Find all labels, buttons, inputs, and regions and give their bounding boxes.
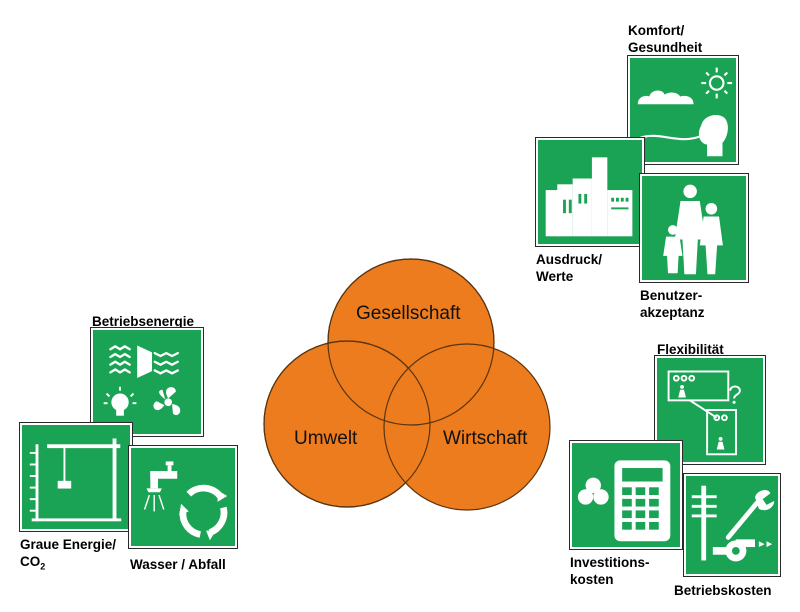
venn-circle-wirtschaft [383, 343, 551, 511]
tile-flexibilitaet [655, 356, 765, 464]
tile-graue-energie [20, 423, 132, 531]
wrench-icon [725, 490, 775, 540]
pump-icon [712, 539, 773, 562]
label-komfort-gesundheit: Komfort/ Gesundheit [628, 23, 703, 55]
tile-investitionskosten [570, 441, 682, 549]
label-wasser-abfall: Wasser / Abfall [130, 557, 226, 572]
tile-wasser-abfall [129, 446, 237, 548]
building-icon [545, 157, 633, 237]
calculator-icon [614, 460, 671, 542]
venn-label-wirtschaft: Wirtschaft [443, 428, 528, 449]
heat-exchanger-icon [109, 345, 179, 379]
label-ausdruck-werte: Ausdruck/ Werte [536, 252, 603, 284]
tile-benutzerakzeptanz [640, 174, 748, 282]
label-graue-energie: Graue Energie/ CO2 [20, 537, 117, 572]
tile-betriebskosten [684, 474, 780, 576]
tile-betriebsenergie [91, 328, 203, 436]
tile-komfort-gesundheit [628, 56, 738, 164]
label-betriebsenergie: Betriebsenergie [92, 314, 195, 329]
crane-icon [29, 438, 122, 522]
label-benutzerakzeptanz: Benutzer- akzeptanz [640, 288, 705, 320]
family-icon [663, 184, 723, 275]
human-head-icon [698, 114, 728, 157]
faucet-icon [143, 461, 178, 512]
label-betriebskosten: Betriebskosten [674, 583, 772, 598]
recycling-arrows-icon [179, 484, 228, 541]
tile-ausdruck-werte [536, 138, 644, 246]
coins-icon [577, 477, 609, 505]
label-investitionskosten: Investitions- kosten [570, 555, 650, 587]
fan-icon [153, 387, 181, 416]
power-pole-icon [691, 485, 717, 561]
label-flexibilitaet: Flexibilität [657, 342, 724, 357]
cloud-sun-icon [637, 67, 733, 141]
venn-label-gesellschaft: Gesellschaft [356, 303, 461, 324]
venn-label-umwelt: Umwelt [294, 428, 358, 449]
floorplan-icon [667, 370, 741, 456]
lightbulb-icon [103, 386, 137, 416]
